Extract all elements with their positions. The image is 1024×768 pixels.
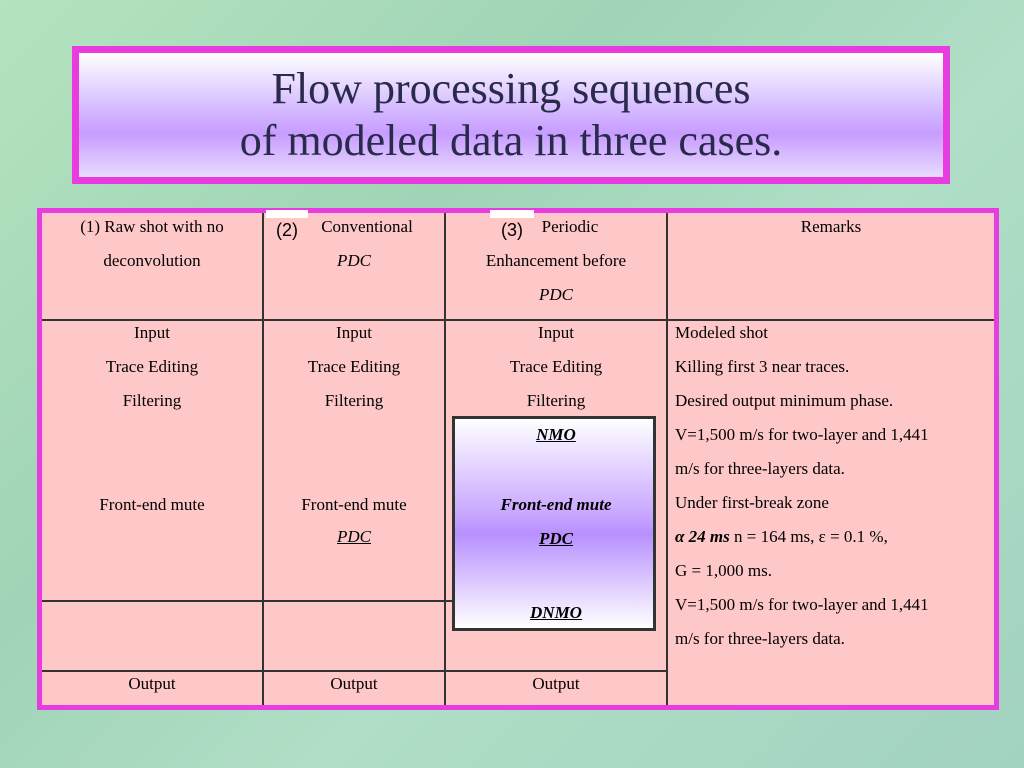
- col-divider-2: [444, 213, 446, 705]
- remark-output-phase: Desired output minimum phase.: [675, 391, 894, 410]
- highlight-box: [452, 416, 656, 631]
- header-col1: (1) Raw shot with no deconvolution: [42, 210, 262, 278]
- row-divider-1: [42, 600, 452, 602]
- header-col3-line3: PDC: [539, 285, 573, 304]
- header-divider: [42, 319, 994, 321]
- col3-input: Input: [538, 323, 574, 342]
- col2-front-end-mute: Front-end mute: [301, 495, 407, 514]
- remark-alpha-line: α 24 ms n = 164 ms, ε = 0.1 %,: [675, 520, 993, 554]
- remark-velocity-2a: V=1,500 m/s for two-layer and 1,441: [675, 595, 929, 614]
- title-box: Flow processing sequences of modeled dat…: [72, 46, 950, 184]
- header-col2-line2: PDC: [337, 251, 371, 270]
- col3-pdc: PDC: [539, 529, 573, 548]
- header-col3-line2: Enhancement before: [485, 251, 627, 270]
- tab-accent-2: [266, 210, 308, 218]
- header-col3-number: (3): [501, 220, 523, 240]
- col3-front-end-mute: Front-end mute: [500, 495, 612, 514]
- col1-filtering: Filtering: [122, 391, 182, 410]
- remark-first-break: Under first-break zone: [675, 493, 829, 512]
- header-col1-line1: (1) Raw shot with no: [80, 217, 224, 236]
- title-line-1: Flow processing sequences: [271, 64, 751, 113]
- col3-trace-editing: Trace Editing: [509, 357, 603, 376]
- tab-accent-3: [490, 210, 534, 218]
- header-col3: Periodic Enhancement before PDC: [446, 210, 666, 312]
- col2-input: Input: [336, 323, 372, 342]
- header-col2-line1: Conventional: [321, 217, 413, 236]
- remark-killing-traces: Killing first 3 near traces.: [675, 357, 850, 376]
- alpha-symbol: α: [675, 527, 685, 546]
- col3-mute-pdc: Front-end mute PDC: [446, 488, 666, 556]
- remarks-column: Modeled shot Killing first 3 near traces…: [675, 316, 993, 656]
- col3-dnmo: DNMO: [446, 596, 666, 630]
- col2-output: Output: [330, 674, 378, 693]
- col1-output: Output: [128, 674, 176, 693]
- header-col2: Conventional PDC: [264, 210, 444, 278]
- remark-g-value: G = 1,000 ms.: [675, 561, 772, 580]
- alpha-value: 24 ms: [688, 527, 730, 546]
- col-divider-1: [262, 213, 264, 705]
- col2-steps: Input Trace Editing Filtering: [264, 316, 444, 418]
- col3-steps: Input Trace Editing Filtering NMO: [446, 316, 666, 452]
- col3-dnmo-label: DNMO: [530, 603, 582, 622]
- header-col3-line1: Periodic: [541, 217, 599, 236]
- header-col2-number: (2): [276, 220, 298, 240]
- header-col1-line2: deconvolution: [103, 251, 201, 270]
- col2-trace-editing: Trace Editing: [307, 357, 401, 376]
- col2-pdc: PDC: [337, 527, 371, 546]
- col2-filtering: Filtering: [324, 391, 384, 410]
- row-divider-2: [42, 670, 666, 672]
- col3-output: Output: [532, 674, 580, 693]
- remark-velocity-2b: m/s for three-layers data.: [675, 629, 845, 648]
- col1-input: Input: [134, 323, 170, 342]
- remark-velocity-1b: m/s for three-layers data.: [675, 459, 845, 478]
- remark-modeled-shot: Modeled shot: [675, 323, 769, 342]
- col3-filtering: Filtering: [526, 391, 586, 410]
- header-remarks: Remarks: [800, 217, 862, 236]
- col1-trace-editing: Trace Editing: [105, 357, 199, 376]
- col3-nmo: NMO: [536, 425, 576, 444]
- title-line-2: of modeled data in three cases.: [239, 116, 783, 165]
- remark-velocity-1a: V=1,500 m/s for two-layer and 1,441: [675, 425, 929, 444]
- col1-steps: Input Trace Editing Filtering: [42, 316, 262, 418]
- col2-mute-pdc: Front-end mute PDC: [264, 488, 444, 552]
- col1-front-end-mute: Front-end mute: [99, 495, 205, 514]
- remark-n-epsilon: n = 164 ms, ε = 0.1 %,: [729, 527, 888, 546]
- col-divider-3: [666, 213, 668, 705]
